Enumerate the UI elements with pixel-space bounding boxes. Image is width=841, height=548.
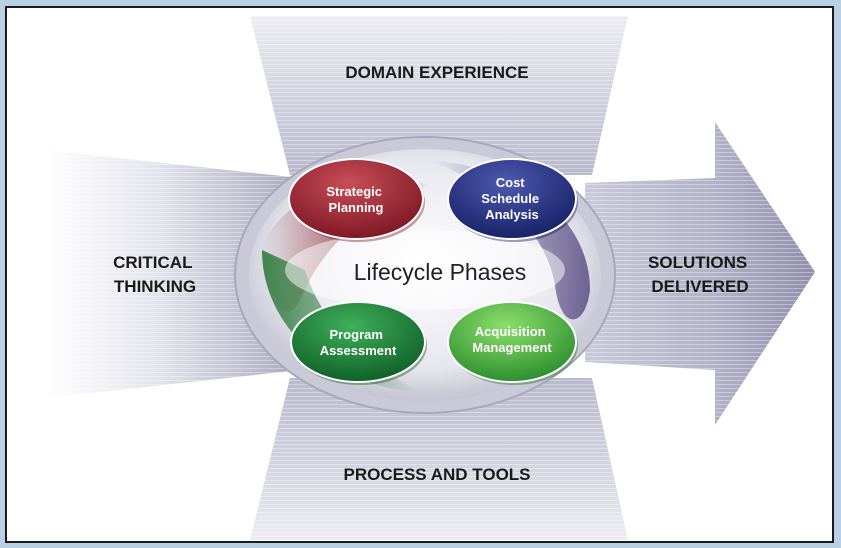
critical-thinking-label: CRITICAL THINKING [113,253,197,296]
acquisition-management-label: Acquisition Management [472,324,552,355]
strategic-planning-phase [288,158,425,242]
cost-schedule-analysis-phase [447,158,578,242]
domain-experience-label: DOMAIN EXPERIENCE [345,63,528,82]
process-tools-label: PROCESS AND TOOLS [343,465,530,484]
program-assessment-label: Program Assessment [320,327,397,358]
strategic-planning-label: Strategic Planning [326,184,385,215]
solutions-delivered-label: SOLUTIONS DELIVERED [648,253,752,296]
program-assessment-phase [290,301,427,385]
center-title: Lifecycle Phases [354,259,527,285]
cost-schedule-analysis-label: Cost Schedule Analysis [481,175,542,222]
acquisition-management-phase [447,301,578,385]
